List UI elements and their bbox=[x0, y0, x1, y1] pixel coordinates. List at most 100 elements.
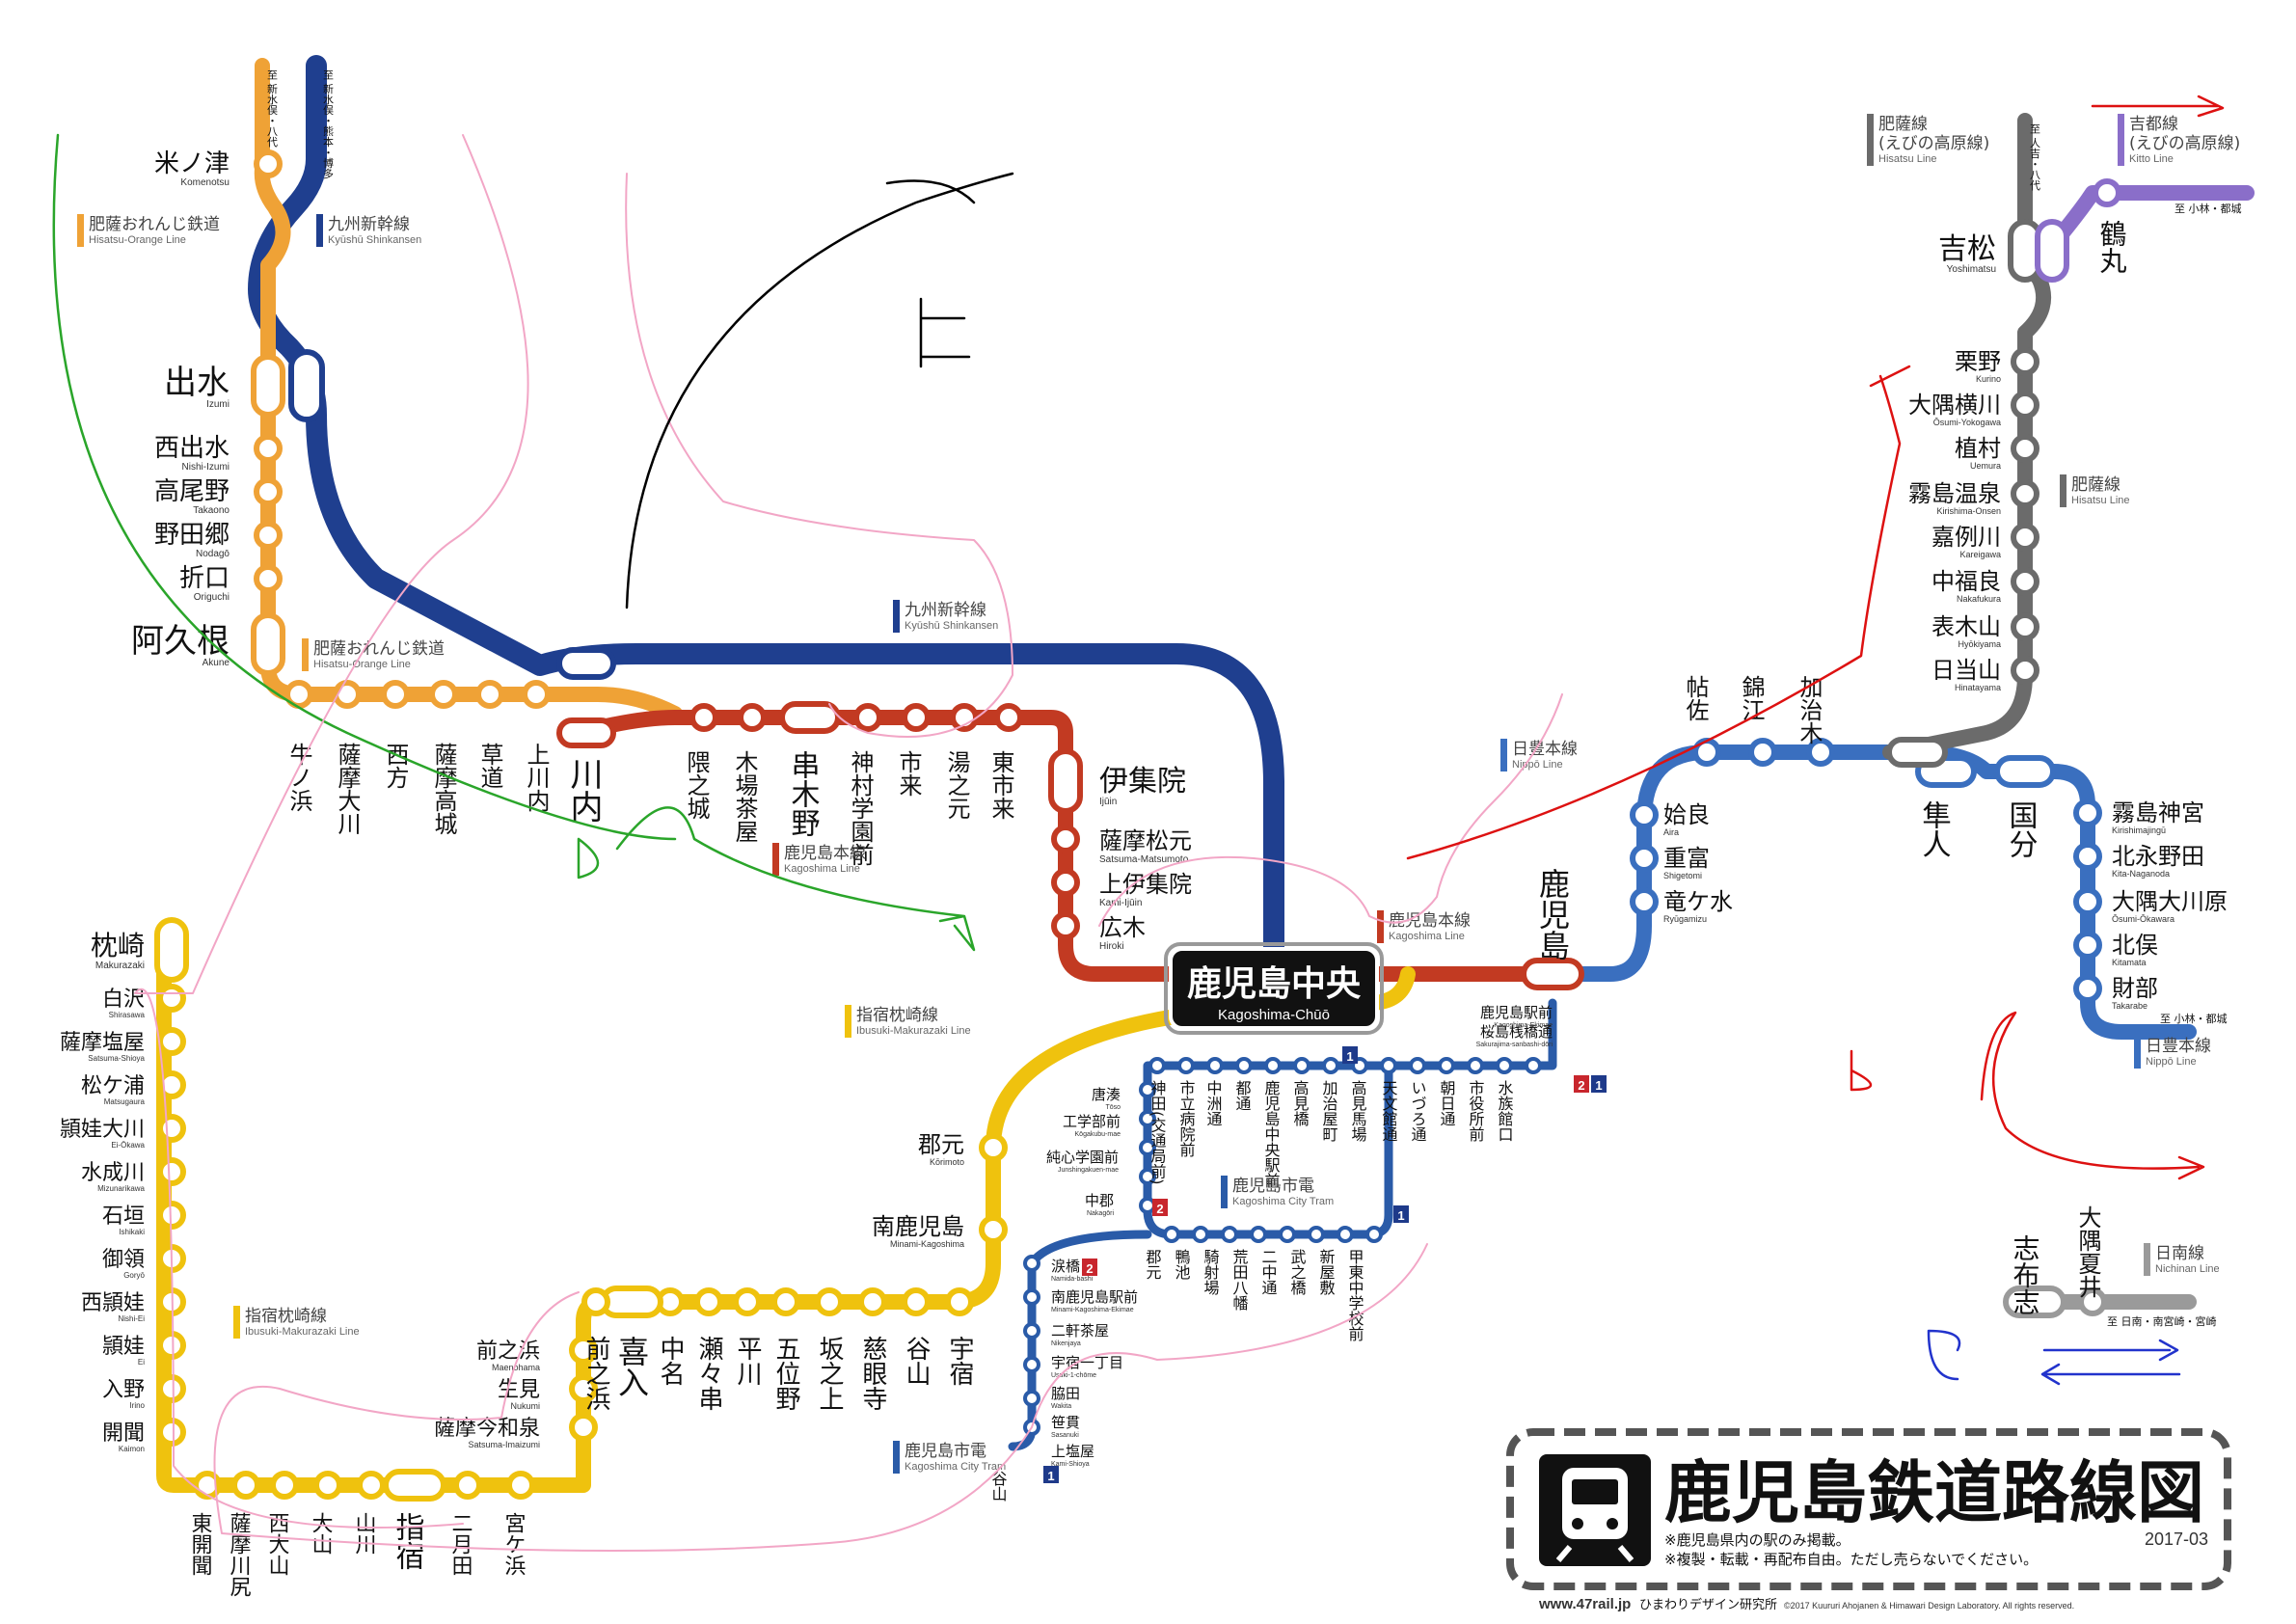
station-Yoshimatsu-kitto[interactable] bbox=[2035, 219, 2069, 283]
tram-stop[interactable] bbox=[1163, 1226, 1180, 1243]
station-Nishikata[interactable] bbox=[381, 680, 410, 709]
tram-stop[interactable] bbox=[1192, 1226, 1209, 1243]
tram-stop[interactable] bbox=[1139, 1139, 1156, 1156]
station-Ōsumi-Ōkawara[interactable] bbox=[2073, 887, 2102, 916]
izumi-shinkansen[interactable] bbox=[288, 349, 325, 422]
station-Nishi-Izumi[interactable] bbox=[254, 434, 283, 463]
station-Ōyama[interactable] bbox=[313, 1471, 342, 1500]
station-Ijūin[interactable] bbox=[1048, 748, 1083, 814]
tram-stop[interactable] bbox=[1337, 1226, 1354, 1243]
station-Kami-Ijūin[interactable] bbox=[1051, 868, 1080, 897]
tram-stop[interactable] bbox=[1023, 1390, 1040, 1407]
tram-stop[interactable] bbox=[1438, 1057, 1455, 1074]
tram-stop[interactable] bbox=[1250, 1226, 1267, 1243]
station-Nodagō[interactable] bbox=[254, 521, 283, 550]
station-Sesekushi[interactable] bbox=[694, 1287, 723, 1316]
station-Maenohama[interactable] bbox=[581, 1287, 610, 1316]
station-Satsuma-Ōkawa[interactable] bbox=[333, 680, 362, 709]
station-Kokubu[interactable] bbox=[1994, 755, 2056, 788]
station-Kamimura-gakuen[interactable] bbox=[853, 703, 882, 732]
station-Hiroki[interactable] bbox=[1051, 911, 1080, 940]
station-Ōsumi-Yokogawa[interactable] bbox=[2011, 391, 2039, 420]
station-Kirishima-Onsen[interactable] bbox=[2011, 479, 2039, 508]
tram-stop[interactable] bbox=[1023, 1288, 1040, 1306]
kagoshima-chuo-station[interactable]: 鹿児島中央 Kagoshima-Chūō bbox=[1164, 942, 1384, 1035]
station-Aira[interactable] bbox=[1630, 800, 1659, 829]
station-Kagoshima[interactable] bbox=[1521, 958, 1584, 990]
tram-stop[interactable] bbox=[1279, 1226, 1296, 1243]
sendai-shinkansen[interactable] bbox=[556, 647, 616, 680]
station-Korimoto[interactable] bbox=[979, 1133, 1008, 1162]
station-Satsuma-Imaizumi[interactable] bbox=[569, 1413, 598, 1442]
station-Satsuma-Shioya[interactable] bbox=[157, 1027, 186, 1056]
station-Ibusuki[interactable] bbox=[383, 1469, 446, 1502]
tram-stop[interactable] bbox=[1206, 1057, 1224, 1074]
tram-stop[interactable] bbox=[1148, 1057, 1166, 1074]
station-Ei-Ōkawa[interactable] bbox=[157, 1114, 186, 1143]
station-Shirasawa[interactable] bbox=[157, 984, 186, 1013]
station-Satsuma-Taki[interactable] bbox=[429, 680, 458, 709]
station-Jigenji[interactable] bbox=[858, 1287, 887, 1316]
station-Hirakawa[interactable] bbox=[733, 1287, 762, 1316]
station-Yamakawa[interactable] bbox=[357, 1471, 386, 1500]
tram-stop[interactable] bbox=[1293, 1057, 1310, 1074]
tram-stop[interactable] bbox=[1221, 1226, 1238, 1243]
tram-stop[interactable] bbox=[1139, 1197, 1156, 1214]
station-Sakanoue[interactable] bbox=[815, 1287, 844, 1316]
station-Kobachaya[interactable] bbox=[738, 703, 767, 732]
footer-url[interactable]: www.47rail.jp bbox=[1538, 1596, 1631, 1612]
station-Miyagahama[interactable] bbox=[506, 1471, 535, 1500]
station-Uemura[interactable] bbox=[2011, 434, 2039, 463]
sendai-kagoshima[interactable] bbox=[556, 717, 616, 748]
station-Kami-Sendai[interactable] bbox=[522, 680, 551, 709]
station-Hyōkiyama[interactable] bbox=[2011, 612, 2039, 641]
tram-stop[interactable] bbox=[1023, 1356, 1040, 1373]
station-Nakafukura[interactable] bbox=[2011, 567, 2039, 596]
station-Kiire[interactable] bbox=[600, 1286, 663, 1318]
station-Kusamichi[interactable] bbox=[475, 680, 504, 709]
tram-stop[interactable] bbox=[1023, 1255, 1040, 1272]
station-Akune[interactable] bbox=[251, 612, 285, 676]
station-Tsurumaru[interactable] bbox=[2093, 178, 2121, 207]
station-Kushikino[interactable] bbox=[779, 701, 841, 734]
station-Shigetomi[interactable] bbox=[1630, 844, 1659, 873]
station-Mizunarikawa[interactable] bbox=[157, 1157, 186, 1186]
station-Hinatayama[interactable] bbox=[2011, 656, 2039, 685]
station-Ryūgamizu[interactable] bbox=[1630, 887, 1659, 916]
station-Ichiki[interactable] bbox=[902, 703, 931, 732]
station-Higashi-Ichiki[interactable] bbox=[994, 703, 1023, 732]
tram-stop[interactable] bbox=[1139, 1110, 1156, 1127]
station-Shibushi[interactable] bbox=[2003, 1286, 2066, 1318]
tram-stop[interactable] bbox=[1467, 1057, 1484, 1074]
station-Kirishimajingū[interactable] bbox=[2073, 798, 2102, 827]
station-Ishikaki[interactable] bbox=[157, 1201, 186, 1230]
station-Kaimon[interactable] bbox=[157, 1418, 186, 1447]
tram-stop[interactable] bbox=[1380, 1057, 1397, 1074]
station-Matsugaura[interactable] bbox=[157, 1070, 186, 1099]
station-Kurino[interactable] bbox=[2011, 347, 2039, 376]
station-Komenotsu[interactable] bbox=[254, 149, 283, 178]
tram-stop[interactable] bbox=[1496, 1057, 1513, 1074]
tram-stop[interactable] bbox=[1308, 1226, 1325, 1243]
tram-stop[interactable] bbox=[1023, 1322, 1040, 1340]
station-Kinkō[interactable] bbox=[1748, 738, 1777, 767]
tram-stop[interactable] bbox=[1235, 1057, 1253, 1074]
station-Nigatsuden[interactable] bbox=[453, 1471, 482, 1500]
station-Osumi-Natsui[interactable] bbox=[2078, 1287, 2107, 1316]
tram-stop[interactable] bbox=[1264, 1057, 1282, 1074]
station-Makurazaki[interactable] bbox=[154, 917, 189, 983]
tram-stop[interactable] bbox=[1409, 1057, 1426, 1074]
station-Minami-Kagoshima[interactable] bbox=[979, 1215, 1008, 1244]
station-Takaono[interactable] bbox=[254, 477, 283, 506]
station-Nishi-Ōyama[interactable] bbox=[270, 1471, 299, 1500]
tram-stop[interactable] bbox=[1525, 1057, 1542, 1074]
station-Kita-Naganoda[interactable] bbox=[2073, 842, 2102, 871]
station-Ushinohama[interactable] bbox=[284, 680, 313, 709]
station-Usuki[interactable] bbox=[945, 1287, 974, 1316]
station-Kumanojō[interactable] bbox=[689, 703, 718, 732]
station-Izumi[interactable] bbox=[251, 354, 285, 418]
station-Ei[interactable] bbox=[157, 1331, 186, 1360]
station-Takarabe[interactable] bbox=[2073, 974, 2102, 1003]
station-Satsuma-Matsumoto[interactable] bbox=[1051, 825, 1080, 853]
station-Origuchi[interactable] bbox=[254, 564, 283, 593]
